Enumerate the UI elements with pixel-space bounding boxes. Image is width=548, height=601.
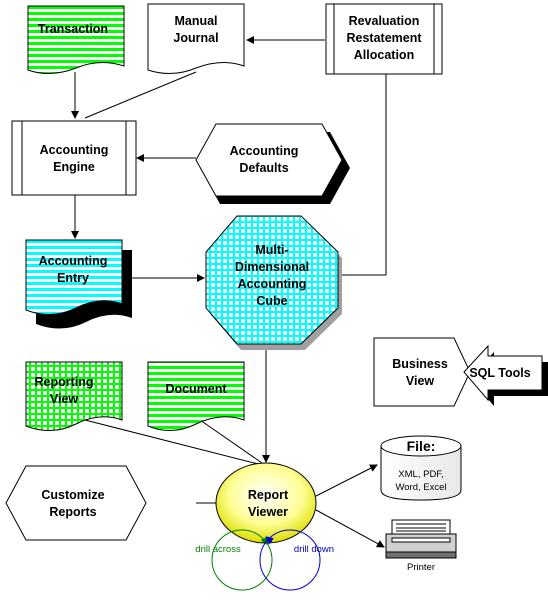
printer-icon xyxy=(385,519,457,559)
file-title: File: xyxy=(407,438,436,454)
reporting-view-line1: Reporting xyxy=(34,375,93,389)
revaluation-line1: Revaluation xyxy=(349,14,420,28)
customize-reports-line2: Reports xyxy=(49,505,96,519)
printer-label: Printer xyxy=(407,562,435,573)
edge-journal-engine xyxy=(84,71,197,119)
edge-revaluation-cube xyxy=(340,74,387,276)
customize-reports-node: Customize Reports xyxy=(5,465,147,541)
accounting-entry-line2: Entry xyxy=(57,271,89,285)
accounting-engine-line1: Accounting xyxy=(40,143,109,157)
accounting-defaults-node: Accounting Defaults xyxy=(195,123,350,204)
drill-down-label: drill down xyxy=(294,544,334,555)
customize-reports-line1: Customize xyxy=(41,488,104,502)
reporting-view-line2: View xyxy=(50,392,79,406)
cube-line4: Cube xyxy=(256,294,287,308)
reporting-view-node: Reporting View xyxy=(25,361,123,431)
manual-journal-line2: Journal xyxy=(173,31,218,45)
document-label: Document xyxy=(165,382,227,396)
file-line1: XML, PDF, xyxy=(398,469,443,480)
transaction-node: Transaction xyxy=(27,5,125,74)
revaluation-node: Revaluation Restatement Allocation xyxy=(325,3,443,75)
business-view-line2: View xyxy=(406,374,435,388)
drill-loops: drill across drill down xyxy=(195,529,334,591)
report-viewer-line1: Report xyxy=(248,488,289,502)
accounting-engine-node: Accounting Engine xyxy=(11,120,137,196)
revaluation-line3: Allocation xyxy=(354,48,414,62)
sql-tools-label: SQL Tools xyxy=(469,366,530,380)
file-node: File: XML, PDF, Word, Excel xyxy=(380,435,462,501)
printer-node: Printer xyxy=(385,519,457,573)
report-viewer-line2: Viewer xyxy=(248,505,288,519)
drill-down-loop xyxy=(259,529,321,591)
file-line2: Word, Excel xyxy=(395,482,446,493)
cube-line3: Accounting xyxy=(238,277,307,291)
drill-across-loop xyxy=(211,529,273,591)
cube-line2: Dimensional xyxy=(235,260,309,274)
accounting-entry-line1: Accounting xyxy=(39,254,108,268)
edge-viewer-file xyxy=(315,464,378,497)
accounting-defaults-line1: Accounting xyxy=(230,144,299,158)
document-node: Document xyxy=(147,361,245,431)
cube-line1: Multi- xyxy=(255,243,288,257)
accounting-entry-node: Accounting Entry xyxy=(25,239,132,329)
revaluation-line2: Restatement xyxy=(346,31,422,45)
business-view-line1: Business xyxy=(392,357,448,371)
cube-node: Multi- Dimensional Accounting Cube xyxy=(205,215,342,350)
manual-journal-node: Manual Journal xyxy=(147,3,245,74)
report-viewer-node: Report Viewer xyxy=(215,462,317,544)
edge-viewer-printer xyxy=(315,509,385,548)
sql-tools-node: SQL Tools xyxy=(463,344,548,406)
edge-reportingview-viewer xyxy=(84,419,267,467)
edges xyxy=(71,36,387,548)
manual-journal-line1: Manual xyxy=(174,14,217,28)
accounting-engine-line2: Engine xyxy=(53,160,95,174)
business-view-node: Business View xyxy=(373,337,471,407)
drill-across-label: drill across xyxy=(195,544,241,555)
edge-document-viewer xyxy=(199,419,263,464)
accounting-defaults-line2: Defaults xyxy=(239,161,288,175)
transaction-label: Transaction xyxy=(38,22,108,36)
